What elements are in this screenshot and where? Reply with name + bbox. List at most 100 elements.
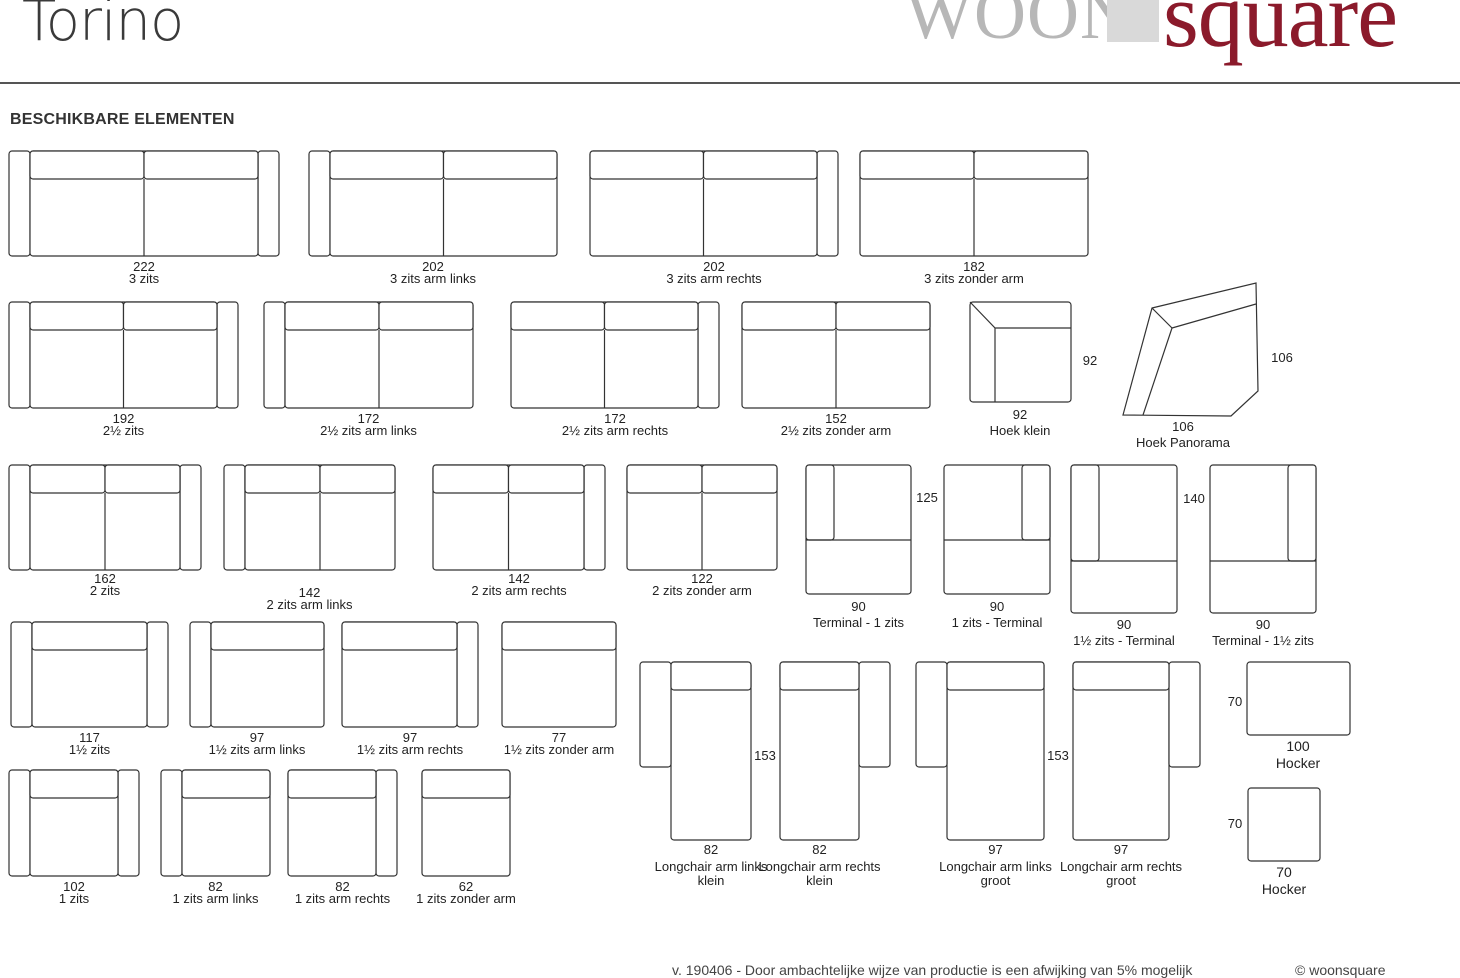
armrest-left — [189, 621, 212, 728]
element-width-label: 97 — [988, 842, 1002, 857]
element-name-label: 1 zits — [59, 891, 90, 906]
element-depth-label: 140 — [1183, 491, 1205, 506]
element-depth-label: 92 — [1083, 353, 1097, 368]
backrest-cushion — [510, 301, 606, 331]
element-width-label: 82 — [208, 879, 222, 894]
backrest-cushion — [741, 301, 837, 331]
panorama-backrest-top — [1171, 303, 1257, 329]
element-name-label: Terminal - 1 zits — [813, 615, 905, 630]
element-name-label: 3 zits — [129, 271, 160, 286]
element-name-label: 2 zits arm links — [267, 597, 353, 612]
element-width-label: 70 — [1276, 864, 1292, 880]
armrest-right — [216, 301, 239, 409]
brand-logo-block — [1107, 0, 1159, 42]
element-name-label: Terminal - 1½ zits — [1212, 633, 1314, 648]
element-depth-label: 153 — [1047, 748, 1069, 763]
element-name-label: Longchair arm rechts — [1060, 859, 1183, 874]
element-name-label-2: klein — [806, 873, 833, 888]
element-width-label: 162 — [94, 571, 116, 586]
longchair-backrest — [1072, 661, 1170, 691]
backrest-cushion — [442, 150, 558, 180]
longchair-arm-left — [915, 661, 948, 768]
element-name-label: Hoek klein — [990, 423, 1051, 438]
element-name-label: 1 zits arm rechts — [295, 891, 391, 906]
corner-backrest — [969, 301, 1071, 402]
element-width-label: 122 — [691, 571, 713, 586]
backrest-cushion — [210, 621, 325, 651]
section-title: BESCHIKBARE ELEMENTEN — [10, 111, 235, 128]
armrest-left — [223, 464, 246, 571]
element-name-label: 3 zits zonder arm — [924, 271, 1024, 286]
element-width-label: 192 — [113, 411, 135, 426]
longchair-backrest — [946, 661, 1045, 691]
element-width-label: 152 — [825, 411, 847, 426]
armrest-left — [8, 769, 31, 877]
backrest-cushion — [143, 150, 259, 180]
element-width-label: 62 — [459, 879, 473, 894]
element-name-label: 2 zits arm rechts — [471, 583, 567, 598]
element-name-label-2: klein — [698, 873, 725, 888]
longchair-arm-left — [639, 661, 672, 768]
element-name-label: Longchair arm rechts — [758, 859, 881, 874]
element-width-label: 106 — [1172, 419, 1194, 434]
element-name-label: 2½ zits — [103, 423, 145, 438]
armrest-right — [117, 769, 140, 877]
armrest-right — [257, 150, 280, 257]
armrest-left — [308, 150, 331, 257]
element-name-label: 2 zits — [90, 583, 121, 598]
sofa-element: 621 zits zonder arm — [416, 769, 516, 906]
terminal-back-right — [1021, 464, 1051, 541]
element-name-label: 2½ zits zonder arm — [781, 423, 892, 438]
armrest-right — [179, 464, 202, 571]
element-name-label: 1 zits arm links — [173, 891, 259, 906]
element-name-label-2: groot — [981, 873, 1011, 888]
element-width-label: 77 — [552, 730, 566, 745]
backrest-cushion — [319, 464, 396, 494]
sofa-element: 821 zits arm rechts — [287, 769, 398, 906]
backrest-cushion — [104, 464, 181, 494]
element-width-label: 82 — [335, 879, 349, 894]
element-name-label: 1 zits zonder arm — [416, 891, 516, 906]
element-depth-label: 70 — [1228, 816, 1242, 831]
armrest-right — [697, 301, 720, 409]
element-width-label: 202 — [703, 259, 725, 274]
element-width-label: 97 — [250, 730, 264, 745]
element-name-label: 3 zits arm links — [390, 271, 476, 286]
element-width-label: 97 — [1114, 842, 1128, 857]
element-name-label: Hoek Panorama — [1136, 435, 1231, 450]
element-width-label: 92 — [1013, 407, 1027, 422]
backrest-cushion — [589, 150, 705, 180]
element-name-label: Hocker — [1276, 755, 1321, 771]
backrest-cushion — [31, 621, 148, 651]
longchair-arm-right — [1168, 661, 1201, 768]
element-width-label: 172 — [358, 411, 380, 426]
longchair-backrest — [670, 661, 752, 691]
header-divider — [0, 82, 1460, 84]
hocker-large-box — [1246, 661, 1351, 736]
backrest-cushion — [341, 621, 458, 651]
backrest-cushion — [702, 150, 818, 180]
element-name-label: 1½ zits arm rechts — [357, 742, 464, 757]
element-width-label: 117 — [79, 730, 100, 745]
brand-logo-woon: WOON — [905, 0, 1133, 54]
element-width-label: 90 — [990, 599, 1004, 614]
footer-copyright: © woonsquare — [1295, 962, 1386, 978]
element-width-label: 102 — [63, 879, 85, 894]
terminal-element: 901 zits - Terminal — [943, 464, 1051, 630]
